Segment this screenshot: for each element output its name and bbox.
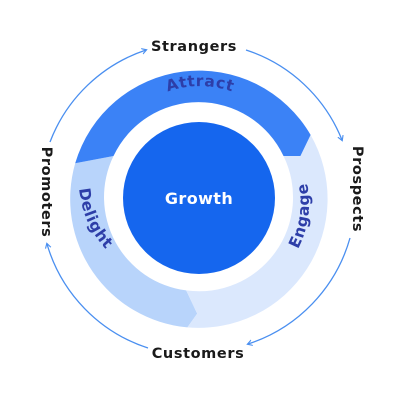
label-strangers: Strangers xyxy=(151,39,237,55)
label-prospects: Prospects xyxy=(349,146,365,232)
engage-segment[interactable] xyxy=(186,134,328,328)
arrow-promoters-to-strangers xyxy=(49,50,146,143)
growth-circle[interactable] xyxy=(123,122,275,274)
label-customers: Customers xyxy=(152,346,245,362)
attract-label: Attract xyxy=(164,72,237,95)
label-promoters: Promoters xyxy=(38,147,54,238)
delight-segment[interactable] xyxy=(70,156,198,328)
attract-segment[interactable] xyxy=(75,70,311,164)
arrow-strangers-to-prospects xyxy=(245,49,342,140)
arrow-prospects-to-customers xyxy=(248,237,351,344)
arrow-customers-to-promoters xyxy=(47,244,149,349)
growth-label: Growth xyxy=(165,189,233,208)
